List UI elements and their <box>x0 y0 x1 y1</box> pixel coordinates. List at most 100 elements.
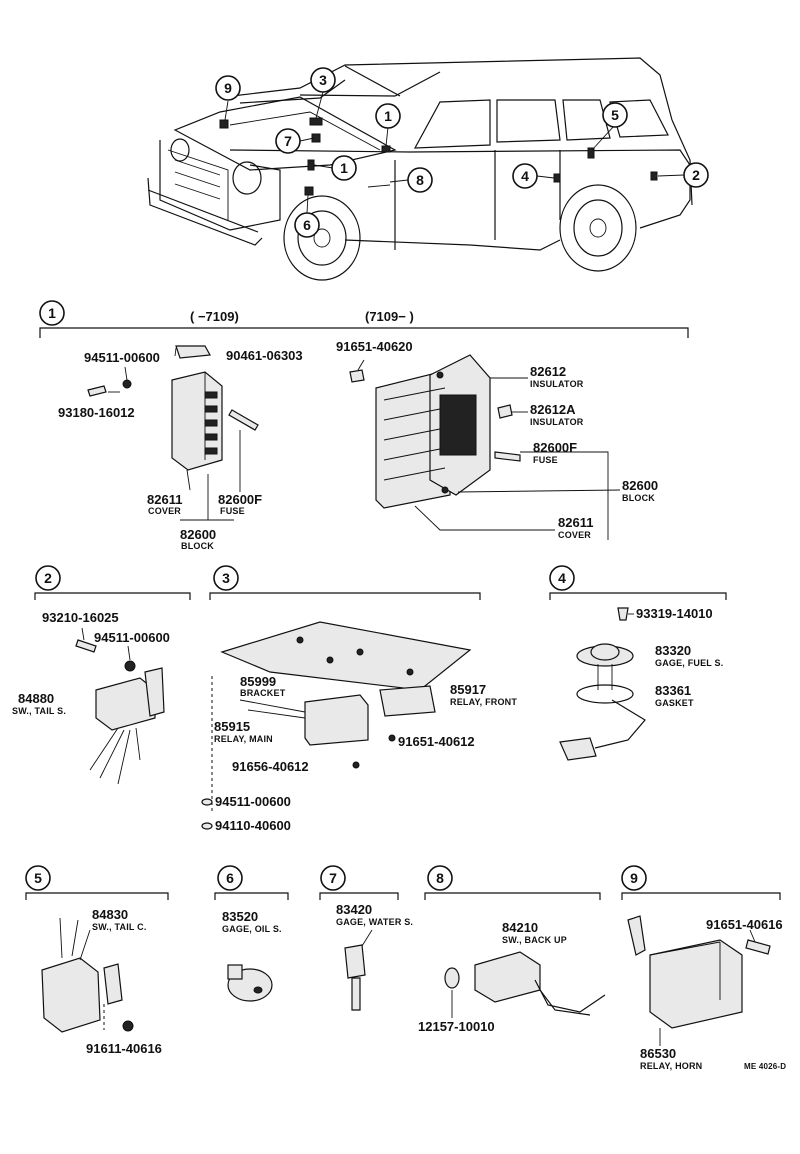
section-8-backup-switch: 8 84210 SW., BACK UP 12157-10010 <box>418 865 606 1034</box>
part-83320-name: GAGE, FUEL S. <box>655 658 723 668</box>
part-85999-number: 85999 <box>240 674 276 689</box>
tail-switch-body <box>95 677 156 731</box>
tail-switch-bracket <box>144 667 165 717</box>
overview-callout-6-label: 6 <box>303 217 311 233</box>
section-4-number: 4 <box>558 570 566 586</box>
part-82600-old-name: BLOCK <box>181 541 214 551</box>
section-5-number: 5 <box>34 870 42 886</box>
part-82600F-new-number: 82600F <box>533 440 577 455</box>
section-8-number: 8 <box>436 870 444 886</box>
insulator-82612A <box>497 404 513 419</box>
section-2-tail-switch: 2 93210-16025 94511-00600 84880 SW., TAI… <box>12 565 191 785</box>
section-2-number: 2 <box>44 570 52 586</box>
part-82600-old-number: 82600 <box>180 527 216 542</box>
part-83361-name: GASKET <box>655 698 694 708</box>
part-82611-old-name: COVER <box>148 506 181 516</box>
part-82600F-new-name: FUSE <box>533 455 558 465</box>
part-82612A-name: INSULATOR <box>530 417 584 427</box>
part-86530-number: 86530 <box>640 1046 676 1061</box>
part-82600-new-name: BLOCK <box>622 493 655 503</box>
tail-control-key <box>103 963 123 1005</box>
section-1-callout <box>39 300 65 326</box>
part-83320-number: 83320 <box>655 643 691 658</box>
part-82611-new-number: 82611 <box>558 515 593 530</box>
part-82612-name: INSULATOR <box>530 379 584 389</box>
part-83520-name: GAGE, OIL S. <box>222 924 282 934</box>
diagram-code: ME 4026-D <box>744 1062 786 1071</box>
part-85917-name: RELAY, FRONT <box>450 697 517 707</box>
section-1-fuse-block: 1 ( −7109) (7109− ) 94511-00600 90461-06… <box>39 300 689 551</box>
overview-callout-2 <box>683 162 709 188</box>
part-82612A-number: 82612A <box>530 402 576 417</box>
section-3-number: 3 <box>222 570 230 586</box>
backup-switch-body <box>474 951 541 1003</box>
overview-callout-1b <box>331 155 357 181</box>
part-91651-40612: 91651-40612 <box>398 734 475 749</box>
part-85917-number: 85917 <box>450 682 486 697</box>
part-94511-00600-s1: 94511-00600 <box>84 350 160 365</box>
section-1-range-left: ( −7109) <box>190 309 239 324</box>
part-91651-40616: 91651-40616 <box>706 917 783 932</box>
part-94511-00600-s3: 94511-00600 <box>215 794 291 809</box>
part-84830-number: 84830 <box>92 907 128 922</box>
fuse-cartridge-old <box>228 409 259 431</box>
section-1-number: 1 <box>48 305 56 321</box>
overview-callout-1b-label: 1 <box>340 160 348 176</box>
horn-relay-body <box>649 939 743 1029</box>
part-85915-number: 85915 <box>214 719 250 734</box>
part-84210-name: SW., BACK UP <box>502 935 567 945</box>
overview-callout-2-label: 2 <box>692 167 700 183</box>
overview-callout-5 <box>602 102 628 128</box>
part-93319-14010: 93319-14010 <box>636 606 713 621</box>
part-82611-new-name: COVER <box>558 530 591 540</box>
main-relay-85915 <box>304 694 369 746</box>
fuse-cartridge-new <box>494 451 521 462</box>
part-91651-40620: 91651-40620 <box>336 339 413 354</box>
overview-callout-9 <box>215 75 241 101</box>
part-83361-number: 83361 <box>655 683 691 698</box>
overview-callout-7 <box>275 128 301 154</box>
vehicle-overview: 9 3 7 1 1 8 6 4 5 2 <box>147 57 709 281</box>
section-9-horn-relay: 9 91651-40616 86530 RELAY, HORN ME 4026-… <box>621 865 786 1071</box>
section-5-tail-control-switch: 5 84830 SW., TAIL C. 91611-40616 <box>25 865 169 1056</box>
section-1-range-right: (7109− ) <box>365 309 414 324</box>
section-2-callout <box>35 565 61 591</box>
tail-control-switch-body <box>41 957 101 1033</box>
part-85915-name: RELAY, MAIN <box>214 734 273 744</box>
part-84880-name: SW., TAIL S. <box>12 706 66 716</box>
section-7-water-gauge: 7 83420 GAGE, WATER S. <box>319 865 413 1011</box>
overview-callout-8 <box>407 167 433 193</box>
section-6-callout <box>217 865 243 891</box>
section-3-callout <box>213 565 239 591</box>
overview-callout-9-label: 9 <box>224 80 232 96</box>
bolt-93210 <box>75 639 97 653</box>
section-4-fuel-gauge: 4 93319-14010 83320 GAGE, FUEL S. 83361 … <box>549 565 727 761</box>
part-84210-number: 84210 <box>502 920 538 935</box>
overview-callout-7-label: 7 <box>284 133 292 149</box>
part-82600-new-number: 82600 <box>622 478 658 493</box>
section-5-callout <box>25 865 51 891</box>
part-84830-name: SW., TAIL C. <box>92 922 147 932</box>
gasket-83361 <box>576 684 634 704</box>
section-8-callout <box>427 865 453 891</box>
part-94110-40600: 94110-40600 <box>215 818 291 833</box>
section-7-callout <box>320 865 346 891</box>
section-9-number: 9 <box>630 870 638 886</box>
washer-12157 <box>444 967 460 989</box>
overview-callout-8-label: 8 <box>416 172 424 188</box>
horn-relay-bracket <box>627 915 646 956</box>
section-7-number: 7 <box>329 870 337 886</box>
bracket-clip <box>175 345 211 359</box>
overview-callout-4 <box>512 163 538 189</box>
water-temp-sender <box>344 944 366 979</box>
overview-callout-1a <box>375 103 401 129</box>
screw-91651-40620 <box>349 369 365 383</box>
section-6-number: 6 <box>226 870 234 886</box>
part-91656-40612: 91656-40612 <box>232 759 309 774</box>
part-82600F-old-number: 82600F <box>218 492 262 507</box>
screw-93180 <box>87 385 107 397</box>
section-3-relay-bracket: 3 85999 BRACKET 85917 RELAY, FRONT 85915… <box>201 565 517 833</box>
section-6-oil-gauge: 6 83520 GAGE, OIL S. <box>214 865 289 1002</box>
